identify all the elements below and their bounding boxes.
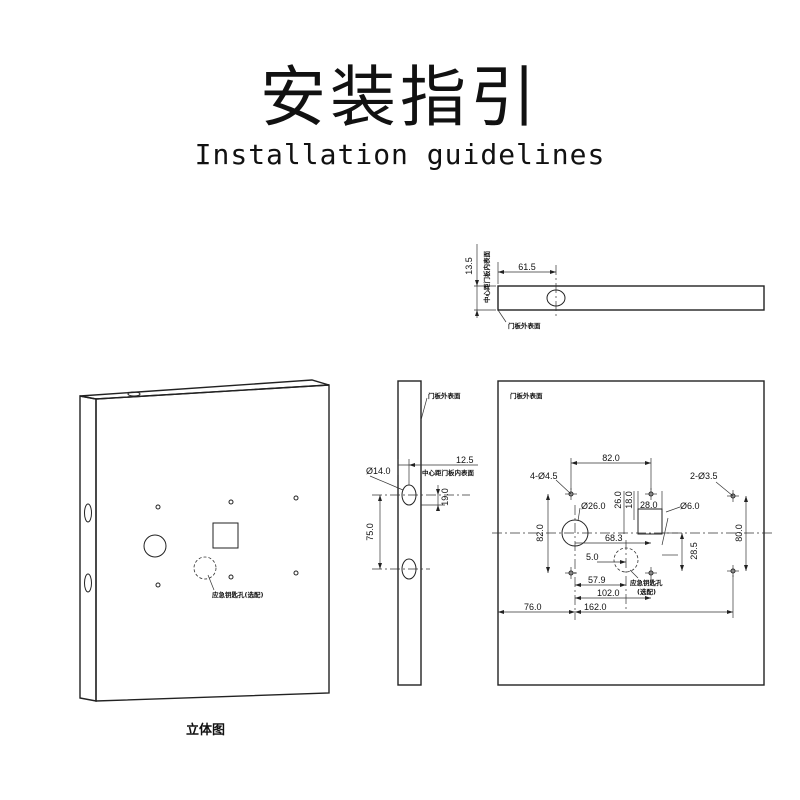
iso-top-face — [79, 379, 330, 400]
dim-small-hole: Ø6.0 — [680, 501, 700, 511]
dim-68: 68.3 — [605, 533, 623, 543]
dim-square-w: 28.0 — [640, 500, 658, 510]
iso-side-hole-upper — [84, 503, 92, 523]
iso-caption: 立体图 — [186, 722, 225, 738]
dim-depth: 12.5 — [456, 455, 474, 465]
label-key-hole-iso: 应急钥匙孔(选配) — [212, 590, 263, 599]
front-screw-hole — [565, 488, 577, 500]
label-outer-front: 门板外表面 — [510, 391, 543, 400]
dim-large-hole: Ø26.0 — [581, 501, 606, 511]
iso-screw-hole — [228, 499, 234, 505]
iso-screw-hole — [155, 504, 161, 510]
dim-square-in: 18.0 — [624, 491, 634, 509]
dim-2holes: 2-Ø3.5 — [690, 471, 718, 481]
front-view: 门板外表面 82.0 4-Ø4.5 2-Ø3.5 — [492, 380, 772, 686]
iso-top-hole — [127, 391, 141, 397]
top-section-profile — [497, 285, 765, 311]
dim-spacing: 75.0 — [365, 523, 375, 541]
front-square-hole — [637, 508, 663, 535]
dim-4holes: 4-Ø4.5 — [530, 471, 558, 481]
page-subtitle: Installation guidelines — [194, 138, 606, 171]
dim-76: 76.0 — [524, 602, 542, 612]
front-screw-hole-side — [727, 490, 739, 502]
dim-102: 102.0 — [597, 588, 620, 598]
iso-screw-hole — [155, 582, 161, 588]
page-title: 安装指引 — [260, 59, 540, 136]
label-outer-top: 门板外表面 — [508, 321, 541, 330]
top-section-view: 13.5 61.5 中心距门板内表面 门板外表面 — [464, 244, 765, 330]
label-center-inner-top: 中心距门板内表面 — [482, 251, 491, 304]
side-profile — [397, 380, 422, 686]
front-screw-hole — [645, 567, 657, 579]
dim-top-width: 82.0 — [602, 453, 620, 463]
dim-left-height: 82.0 — [535, 524, 545, 542]
dim-thickness: 13.5 — [464, 257, 474, 275]
iso-screw-hole — [293, 495, 299, 501]
label-outer-side: 门板外表面 — [428, 391, 461, 400]
dim-5: 5.0 — [586, 552, 599, 562]
dim-right-height: 80.0 — [734, 524, 744, 542]
label-optional-front: (选配) — [637, 587, 656, 596]
label-key-hole-front: 应急钥匙孔 — [630, 578, 663, 587]
dim-square-h: 26.0 — [613, 491, 623, 509]
dim-hole-dia: Ø14.0 — [366, 466, 391, 476]
iso-screw-hole — [228, 574, 234, 580]
iso-key-hole — [193, 556, 217, 580]
side-view: 门板外表面 12.5 中心距门板内表面 Ø14.0 19.0 75.0 — [365, 380, 478, 686]
iso-side-hole-lower — [84, 573, 92, 593]
isometric-view: 应急钥匙孔(选配) 立体图 — [79, 379, 330, 738]
iso-square-hole — [212, 522, 239, 549]
label-center-inner-side: 中心距门板内表面 — [422, 468, 475, 477]
dim-hole-height: 19.0 — [440, 488, 450, 506]
dim-28: 28.5 — [689, 542, 699, 560]
dim-162: 162.0 — [584, 602, 607, 612]
dim-579: 57.9 — [588, 575, 606, 585]
iso-screw-hole — [293, 570, 299, 576]
iso-left-face — [79, 395, 97, 702]
front-screw-hole — [645, 488, 657, 500]
dim-offset: 61.5 — [518, 262, 536, 272]
iso-large-hole — [143, 534, 167, 558]
